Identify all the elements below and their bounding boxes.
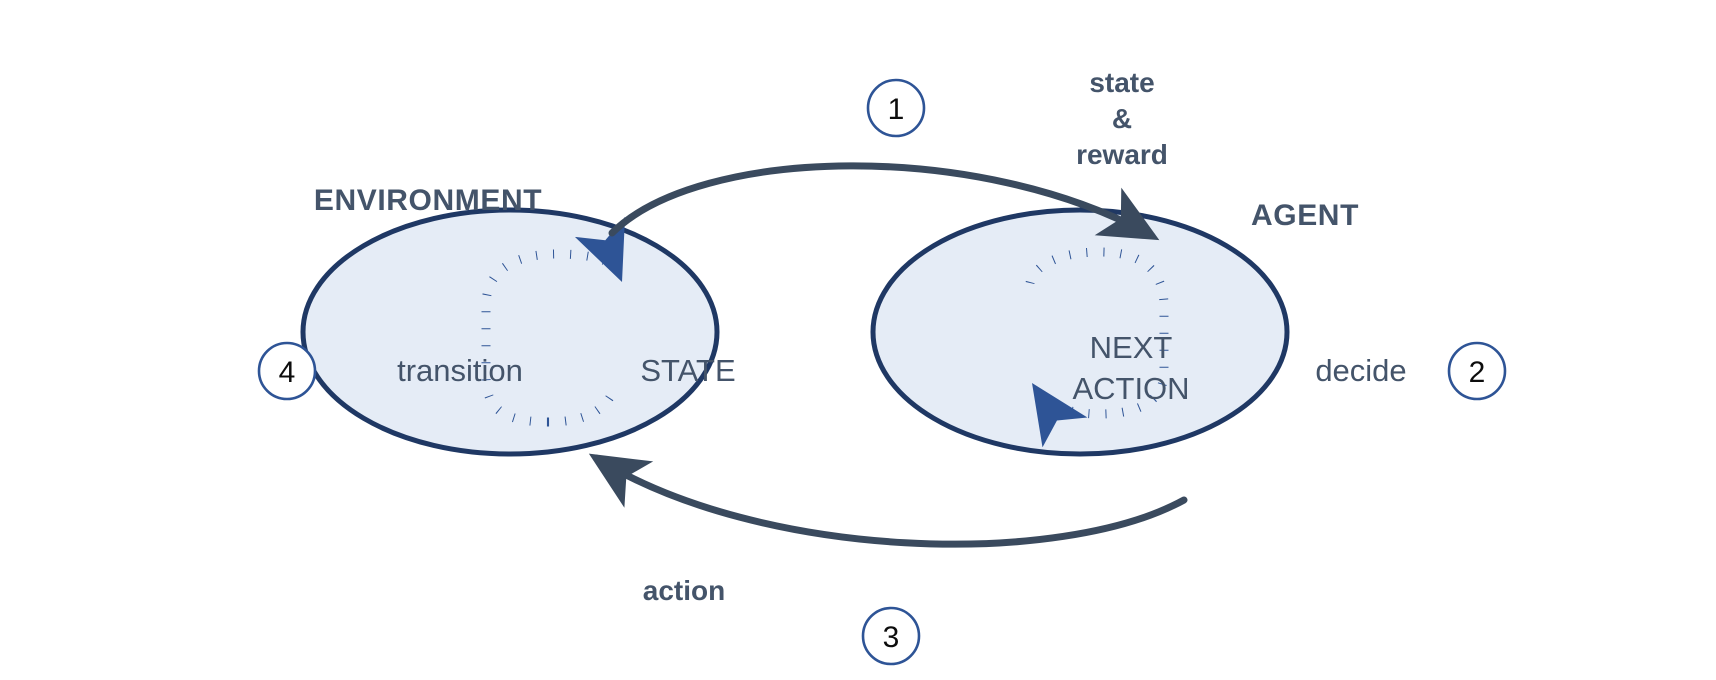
edge-label-reward: reward: [1076, 139, 1168, 170]
step-number-2: 2: [1469, 356, 1486, 389]
step-circle-4[interactable]: [257, 341, 317, 401]
environment-transition-label: transition: [397, 353, 523, 388]
environment-node[interactable]: [300, 207, 720, 457]
environment-state-label: STATE: [640, 353, 735, 388]
step-number-1: 1: [888, 93, 905, 126]
step-number-3: 3: [883, 621, 900, 654]
agent-ellipse[interactable]: [870, 207, 1290, 457]
step-circle-3[interactable]: [861, 606, 921, 666]
edge-state-reward-arrow: [608, 162, 1160, 241]
environment-ellipse[interactable]: [300, 207, 720, 457]
edge-label-action: action: [643, 575, 725, 606]
agent-node[interactable]: [870, 207, 1290, 457]
step-circle-1[interactable]: [866, 78, 926, 138]
agent-action-label: ACTION: [1072, 371, 1189, 406]
environment-title: ENVIRONMENT: [314, 184, 542, 217]
step-circle-2[interactable]: [1447, 341, 1507, 401]
agent-decide-label: decide: [1315, 353, 1406, 388]
agent-next-label: NEXT: [1090, 330, 1173, 365]
edge-label-ampersand: &: [1112, 103, 1132, 134]
edge-action-arrow: [588, 453, 1188, 548]
agent-title: AGENT: [1251, 199, 1359, 232]
step-number-4: 4: [279, 356, 296, 389]
edge-label-state: state: [1089, 67, 1154, 98]
